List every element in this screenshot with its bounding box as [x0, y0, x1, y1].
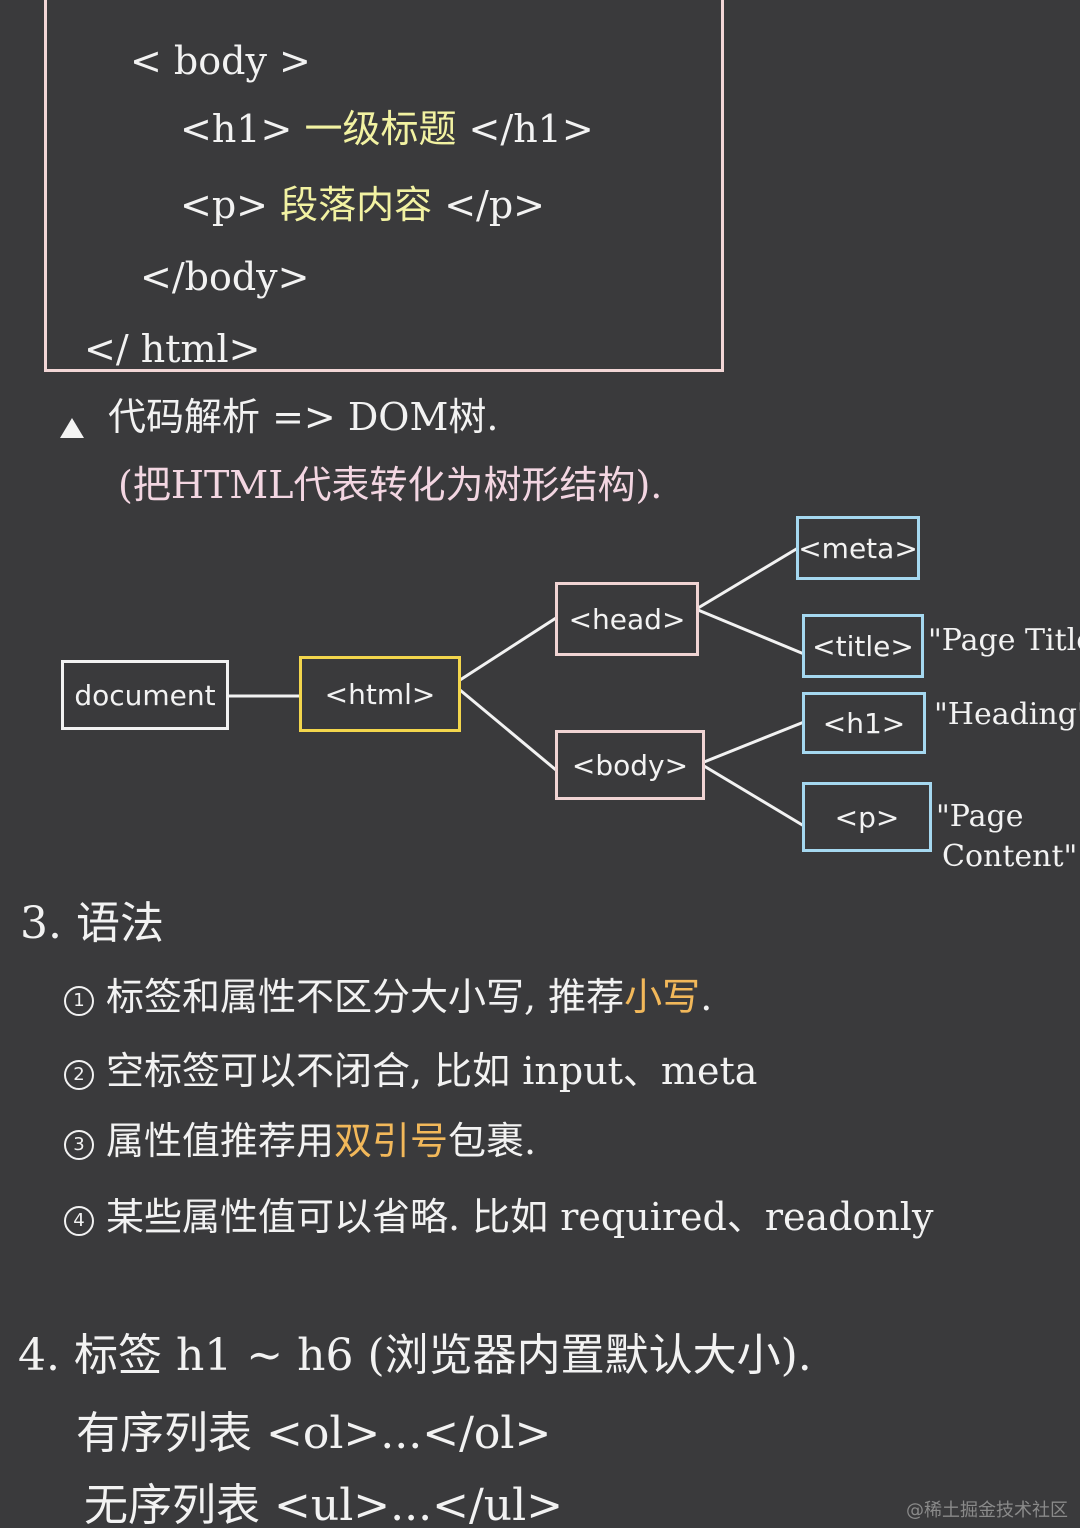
syntax-item-1-tail: .	[700, 975, 713, 1019]
code-h1-text: 一级标题	[304, 107, 457, 151]
tree-node-html: <html>	[299, 656, 461, 732]
syntax-heading: 3. 语法	[20, 898, 164, 949]
syntax-item-1-highlight: 小写	[624, 975, 701, 1019]
syntax-item-3-highlight: 双引号	[334, 1119, 449, 1163]
tree-node-head: <head>	[555, 582, 699, 656]
syntax-item-1-number: 1	[64, 985, 94, 1016]
code-p-text: 段落内容	[280, 183, 433, 227]
syntax-item-3-number: 3	[64, 1129, 94, 1160]
syntax-item-4: 4 某些属性值可以省略. 比如 required、readonly	[64, 1198, 933, 1236]
watermark: @稀土掘金技术社区	[906, 1500, 1068, 1521]
code-p-open: <p>	[180, 183, 269, 227]
syntax-item-4-text: 某些属性值可以省略. 比如 required、readonly	[106, 1195, 934, 1239]
syntax-item-2-text: 空标签可以不闭合, 比如 input、meta	[106, 1049, 758, 1093]
tree-text-page: "Page	[936, 799, 1024, 834]
tree-node-p: <p>	[802, 782, 932, 852]
tree-node-body: <body>	[555, 730, 705, 800]
code-box	[44, 0, 724, 372]
tree-text-title: "Page Title"	[928, 623, 1080, 658]
tree-node-title: <title>	[802, 614, 924, 678]
tags-ul: 无序列表 <ul>...</ul>	[84, 1480, 564, 1528]
parse-subtitle: (把HTML代表转化为树形结构).	[118, 463, 663, 507]
syntax-item-1-text: 标签和属性不区分大小写, 推荐	[106, 975, 625, 1019]
code-h1-open: <h1>	[180, 107, 293, 151]
tree-node-h1: <h1>	[802, 692, 926, 754]
code-p-line: <p> 段落内容 </p>	[180, 186, 545, 224]
tree-node-meta: <meta>	[796, 516, 920, 580]
triangle-bullet-icon	[60, 418, 84, 438]
syntax-item-3: 3 属性值推荐用双引号包裹.	[64, 1122, 536, 1160]
tree-text-heading: "Heading"	[934, 697, 1080, 732]
code-p-close: </p>	[444, 183, 546, 227]
syntax-item-3-tail: 包裹.	[448, 1119, 537, 1163]
syntax-item-2: 2 空标签可以不闭合, 比如 input、meta	[64, 1052, 757, 1090]
tags-heading: 4. 标签 h1 ~ h6 (浏览器内置默认大小).	[18, 1330, 812, 1381]
code-body-open: < body >	[130, 39, 311, 83]
syntax-item-4-number: 4	[64, 1205, 94, 1236]
syntax-item-1: 1 标签和属性不区分大小写, 推荐小写.	[64, 978, 712, 1016]
code-html-close: </ html>	[84, 327, 261, 371]
syntax-item-3-text: 属性值推荐用	[106, 1119, 335, 1163]
parse-title: 代码解析 => DOM树.	[108, 395, 499, 439]
tree-text-content: Content"	[942, 839, 1078, 874]
tree-node-document: document	[61, 660, 229, 730]
syntax-item-2-number: 2	[64, 1059, 94, 1090]
code-h1-line: <h1> 一级标题 </h1>	[180, 110, 594, 148]
code-h1-close: </h1>	[468, 107, 594, 151]
tags-ol: 有序列表 <ol>...</ol>	[76, 1408, 552, 1459]
code-body-close: </body>	[140, 255, 310, 299]
